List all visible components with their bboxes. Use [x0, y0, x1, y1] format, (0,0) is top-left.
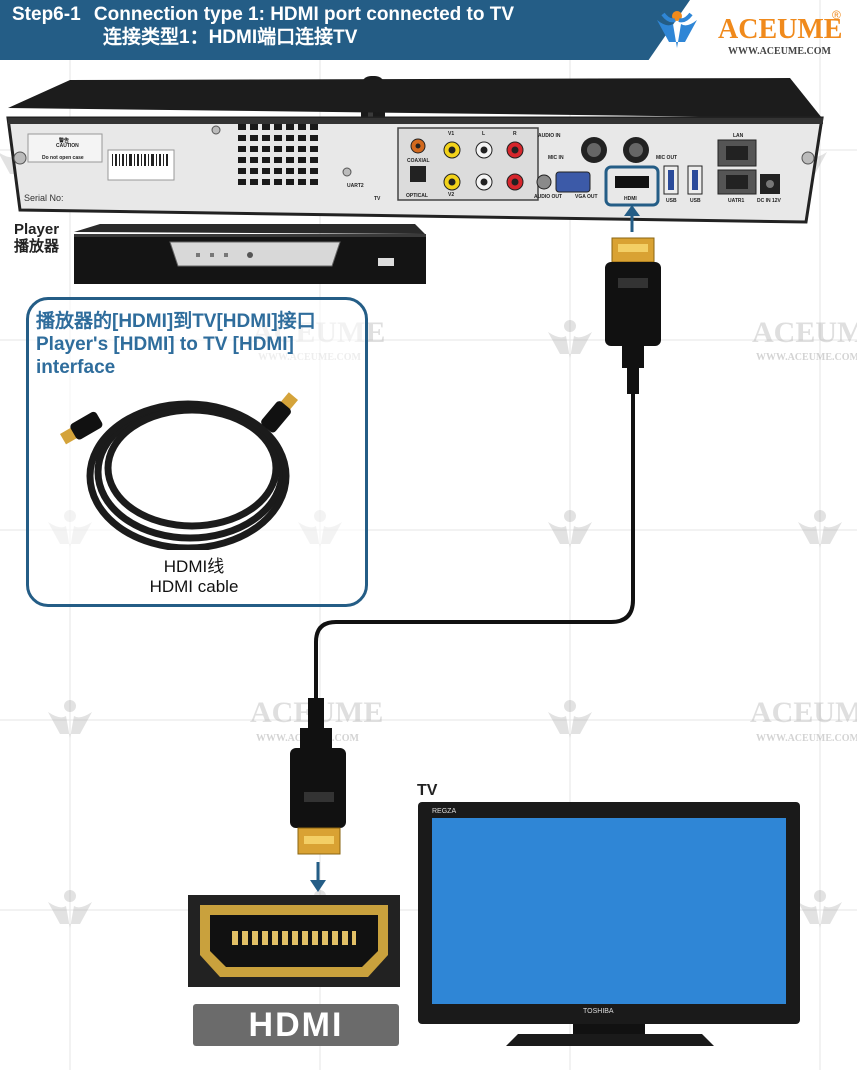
info-line-english: Player's [HDMI] to TV [HDMI]: [36, 334, 294, 355]
title-english: Connection type 1: HDMI port connected t…: [93, 4, 515, 25]
caution-note: Do not open case: [42, 155, 84, 161]
port-label-audio-in: AUDIO IN: [538, 133, 561, 139]
tv-brand-top: REGZA: [432, 808, 457, 815]
info-line-chinese: 播放器的[HDMI]到TV[HDMI]接口: [36, 311, 316, 332]
info-line-english-continued: interface: [36, 357, 116, 378]
brand-registered-mark: ®: [832, 8, 841, 22]
aceume-logo: [657, 11, 697, 48]
player-label-chinese: 播放器: [14, 238, 60, 255]
title-chinese: 连接类型1：HDMI端口连接TV: [103, 27, 358, 48]
port-label-mic-in: MIC IN: [548, 155, 564, 161]
port-label-mic-out: MIC OUT: [656, 155, 678, 161]
watermark-text: ACEUME: [752, 316, 857, 349]
port-label-tv: TV: [374, 196, 381, 202]
player-back-panel: [6, 76, 824, 224]
banner-background: [0, 0, 690, 60]
port-label-coaxial: COAXIAL: [407, 158, 430, 164]
port-label-uatr1: UATR1: [728, 198, 745, 204]
caution-label: CAUTION: [56, 143, 79, 149]
cable-caption-chinese: HDMI线: [163, 557, 225, 576]
port-label-dc-in: DC IN 12V: [757, 198, 781, 204]
tv-label: TV: [417, 782, 438, 799]
port-label-lan: LAN: [733, 133, 744, 139]
tv-brand-bottom: TOSHIBA: [583, 1008, 614, 1015]
info-box: [26, 297, 368, 607]
port-label-r: R: [513, 131, 517, 137]
cable-caption-english: HDMI cable: [149, 577, 239, 596]
player-front-image: [74, 224, 426, 284]
port-label-usb-1: USB: [666, 198, 677, 204]
port-label-optical: OPTICAL: [406, 193, 428, 199]
hdmi-cable-image: [59, 392, 298, 550]
port-label-l: L: [482, 131, 486, 137]
port-label-v2: V2: [448, 192, 455, 198]
header-banner: Step6-1 Connection type 1: HDMI port con…: [0, 0, 857, 60]
brand-url: WWW.ACEUME.COM: [728, 46, 831, 57]
port-label-usb-2: USB: [690, 198, 701, 204]
brand-name: ACEUME: [718, 14, 843, 45]
tv-image: [418, 802, 800, 1046]
hdmi-port-label: HDMI: [193, 1004, 399, 1046]
port-label-vga-out: VGA OUT: [575, 194, 598, 200]
watermark-text: ACEUME: [750, 696, 857, 729]
caution-title: 警告: [59, 138, 70, 144]
port-label-hdmi: HDMI: [624, 196, 637, 202]
watermark-url: WWW.ACEUME.COM: [756, 733, 857, 744]
port-label-v1: V1: [448, 131, 455, 137]
tv-hdmi-port-image: [188, 895, 400, 987]
page-title: Step6-1 Connection type 1: HDMI port con…: [12, 4, 514, 26]
port-label-uart2: UART2: [347, 183, 364, 189]
player-label-english: Player: [14, 221, 60, 238]
serial-label: Serial No:: [24, 193, 64, 203]
port-label-audio-out: AUDIO OUT: [534, 194, 563, 200]
watermark-url: WWW.ACEUME.COM: [756, 352, 857, 363]
step-number: Step6-1: [12, 4, 81, 25]
